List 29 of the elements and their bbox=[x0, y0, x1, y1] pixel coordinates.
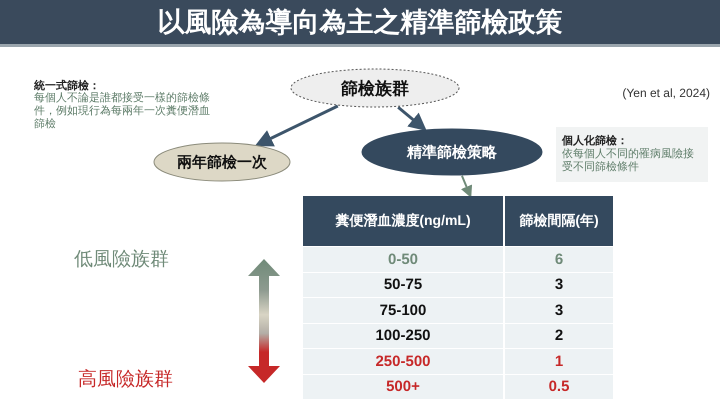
arrow bbox=[461, 175, 472, 198]
note-text: 每個人不論是誰都接受一樣的篩檢條件，例如現行為每兩年一次糞便潛血篩檢 bbox=[34, 92, 211, 131]
arrow bbox=[254, 104, 338, 146]
citation-text: (Yen et al, 2024) bbox=[622, 86, 710, 100]
table-cell: 2 bbox=[505, 324, 613, 348]
note-heading: 統一式篩檢： bbox=[34, 78, 100, 92]
table-cell: 500+ bbox=[303, 374, 503, 399]
data-table bbox=[303, 196, 613, 399]
risk-label: 低風險族群 bbox=[74, 248, 169, 272]
table-cell: 50-75 bbox=[303, 272, 503, 297]
table-cell: 3 bbox=[505, 298, 613, 322]
table-cell: 6 bbox=[505, 247, 613, 272]
oval-node: 篩檢族群 bbox=[290, 68, 460, 108]
risk-label: 高風險族群 bbox=[78, 368, 173, 392]
table-cell: 1 bbox=[505, 349, 613, 374]
header-cell: 篩檢間隔(年) bbox=[505, 196, 613, 246]
note-heading: 個人化篩檢： bbox=[562, 134, 629, 148]
table-cell: 0-50 bbox=[303, 247, 503, 272]
header-cell: 糞便潛血濃度(ng/mL) bbox=[303, 196, 503, 246]
table-cell: 100-250 bbox=[303, 324, 503, 348]
table-cell: 3 bbox=[505, 272, 613, 297]
oval-node: 精準篩檢策略 bbox=[361, 128, 543, 176]
table-cell: 250-500 bbox=[303, 349, 503, 374]
table-cell: 0.5 bbox=[505, 374, 613, 399]
arrow bbox=[397, 106, 427, 132]
title-banner: 以風險為導向為主之精準篩檢政策 bbox=[0, 0, 720, 47]
note-text: 依每個人不同的罹病風險接受不同篩檢條件 bbox=[562, 148, 695, 174]
table-cell: 75-100 bbox=[303, 298, 503, 322]
oval-node: 兩年篩檢一次 bbox=[153, 142, 291, 182]
